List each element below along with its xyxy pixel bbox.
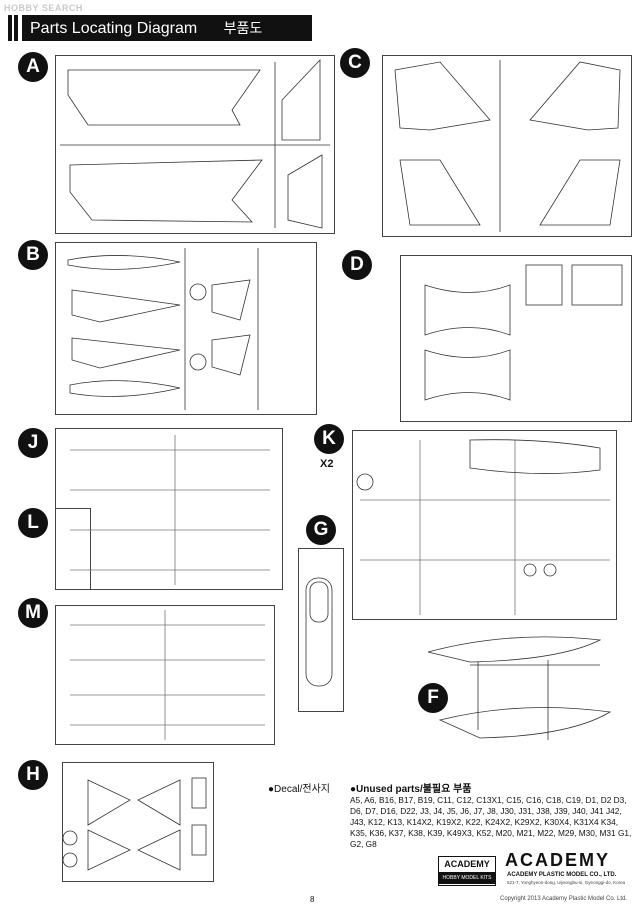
page-title: Parts Locating Diagram 부품도 xyxy=(22,15,312,41)
sprue-f-badge: F xyxy=(418,683,448,713)
academy-company: ACADEMY PLASTIC MODEL CO., LTD. xyxy=(507,872,617,878)
sprue-j-badge: J xyxy=(18,428,48,458)
sprue-b-frame xyxy=(55,242,317,415)
sprue-g-badge: G xyxy=(306,515,336,545)
unused-parts: ●Unused parts/불필요 부품 A5, A6, B16, B17, B… xyxy=(350,780,634,850)
sprue-c-frame xyxy=(382,55,632,237)
logo-small-bottom: HOBBY MODEL KITS xyxy=(439,872,495,884)
copyright: Copyright 2013 Academy Plastic Model Co.… xyxy=(500,896,628,902)
sprue-k-multiplier: X2 xyxy=(320,458,334,470)
academy-logo-small: ACADEMY HOBBY MODEL KITS xyxy=(438,856,496,886)
section-header: Parts Locating Diagram 부품도 xyxy=(8,15,630,41)
academy-logo: ACADEMY xyxy=(505,850,611,870)
logo-small-top: ACADEMY xyxy=(444,859,490,869)
sprue-d-badge: D xyxy=(342,250,372,280)
sprue-d-frame xyxy=(400,255,632,422)
sprue-k-frame xyxy=(352,430,617,620)
sprue-a-badge: A xyxy=(18,52,48,82)
decal-label: ●Decal/전사지 xyxy=(268,784,330,795)
watermark: HOBBY SEARCH xyxy=(4,3,83,13)
header-bars-icon xyxy=(8,15,20,41)
title-kr: 부품도 xyxy=(223,20,263,36)
unused-parts-title: ●Unused parts/불필요 부품 xyxy=(350,784,472,795)
sprue-h-frame xyxy=(62,762,214,882)
sprue-m-badge: M xyxy=(18,598,48,628)
sprue-l-badge: L xyxy=(18,508,48,538)
unused-parts-list: A5, A6, B16, B17, B19, C11, C12, C13X1, … xyxy=(350,795,632,849)
sprue-l-frame xyxy=(55,508,91,590)
page-number: 8 xyxy=(310,895,315,904)
sprue-b-badge: B xyxy=(18,240,48,270)
sprue-h-badge: H xyxy=(18,760,48,790)
academy-address: 521-7, Yonghyeon-dong, Uijeongbu-si, Gye… xyxy=(507,880,626,885)
title-en: Parts Locating Diagram xyxy=(30,20,198,37)
sprue-k-badge: K xyxy=(314,424,344,454)
sprue-c-badge: C xyxy=(340,48,370,78)
